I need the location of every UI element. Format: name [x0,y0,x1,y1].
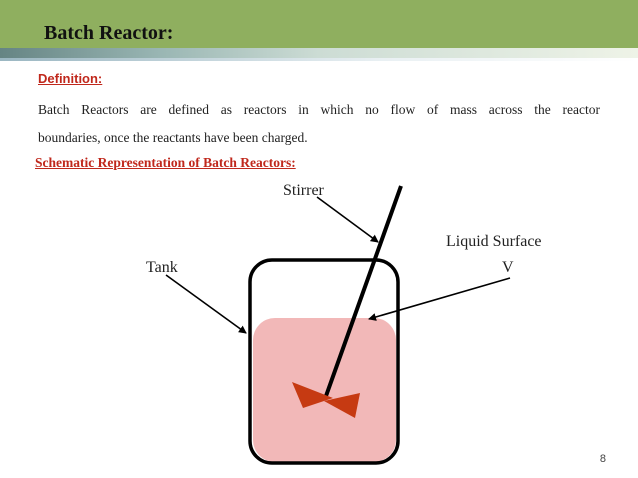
volume-label: V [502,259,514,276]
definition-text-line-2: boundaries, once the reactants have been… [38,130,308,145]
stirrer-shaft [324,185,403,397]
impeller-blade-right [324,393,360,418]
schematic-heading: Schematic Representation of Batch Reacto… [35,155,296,170]
header-stripe [0,48,638,58]
impeller-blade-left [292,382,333,408]
slide-title: Batch Reactor: [44,22,174,44]
liquid-surface-label: Liquid Surface [446,233,542,250]
header-stripe-light [0,58,638,61]
liquid-volume [253,318,396,462]
liquid-surface-arrow [368,277,511,321]
tank-arrow [165,274,247,334]
definition-text-line-1: Batch Reactors are defined as reactors i… [38,102,600,117]
page-number: 8 [599,453,606,465]
definition-heading: Definition: [38,71,103,86]
stirrer-label: Stirrer [283,182,324,199]
tank-label: Tank [146,259,178,276]
stirrer-arrow [316,196,379,243]
tank-outline [248,258,400,465]
